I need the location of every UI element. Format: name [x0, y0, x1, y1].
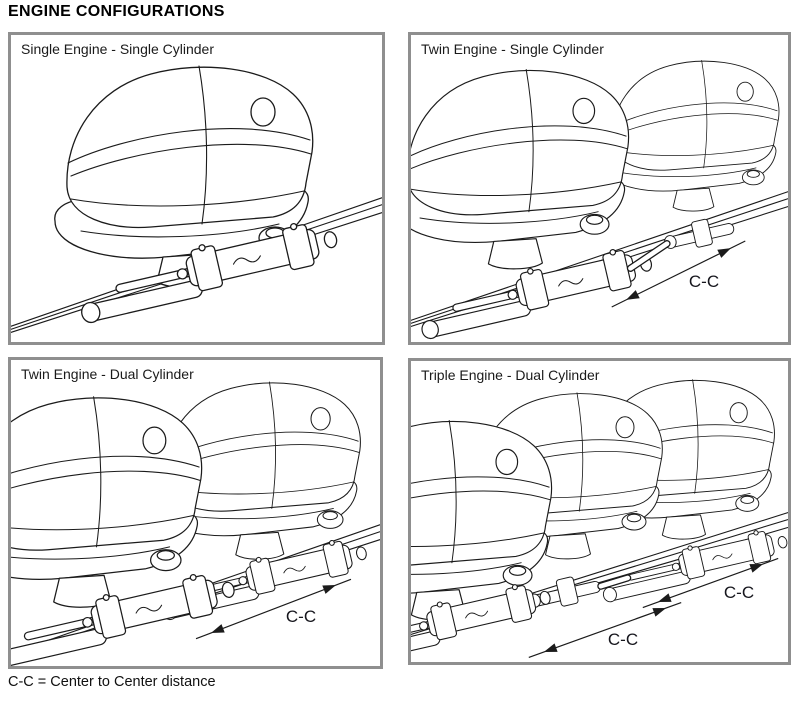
cc-dimension-arrow — [195, 578, 352, 640]
panel-triple-engine-dual-cylinder: Triple Engine - Dual Cylinder C-C — [408, 358, 791, 665]
panel-label: Twin Engine - Single Cylinder — [421, 41, 604, 57]
tie-bar — [597, 574, 632, 590]
engine-illustration-starboard — [603, 59, 780, 212]
engine-illustration-port — [411, 419, 553, 621]
cc-label-starboard: C-C — [724, 583, 754, 602]
panel-label: Twin Engine - Dual Cylinder — [21, 366, 194, 382]
panel-label: Triple Engine - Dual Cylinder — [421, 367, 600, 383]
cc-definition-note: C-C = Center to Center distance — [8, 674, 216, 690]
page-title: ENGINE CONFIGURATIONS — [8, 3, 225, 20]
engine-diagram-single-single — [11, 65, 382, 333]
panel-twin-engine-single-cylinder: Twin Engine - Single Cylinder C-C — [408, 32, 791, 345]
engine-diagram-twin-single: C-C — [411, 59, 788, 341]
engine-diagram-triple-dual: C-C C-C — [411, 379, 788, 662]
steering-cylinder-port — [11, 565, 241, 666]
cc-label-port: C-C — [608, 630, 638, 649]
cc-dimension-arrow — [611, 240, 746, 308]
cc-label: C-C — [689, 272, 719, 291]
tie-bar — [626, 240, 671, 272]
cc-dimension-arrow-port — [528, 601, 682, 659]
engine-diagram-twin-dual: C-C — [11, 381, 380, 666]
cc-dimension-arrow-starboard — [642, 557, 779, 609]
engine-illustration-port — [11, 396, 203, 608]
engine-illustration-port — [411, 68, 630, 270]
panel-single-engine-single-cylinder: Single Engine - Single Cylinder — [8, 32, 385, 345]
panel-twin-engine-dual-cylinder: Twin Engine - Dual Cylinder C-C — [8, 357, 383, 669]
panel-label: Single Engine - Single Cylinder — [21, 41, 214, 57]
cc-label: C-C — [286, 607, 316, 626]
